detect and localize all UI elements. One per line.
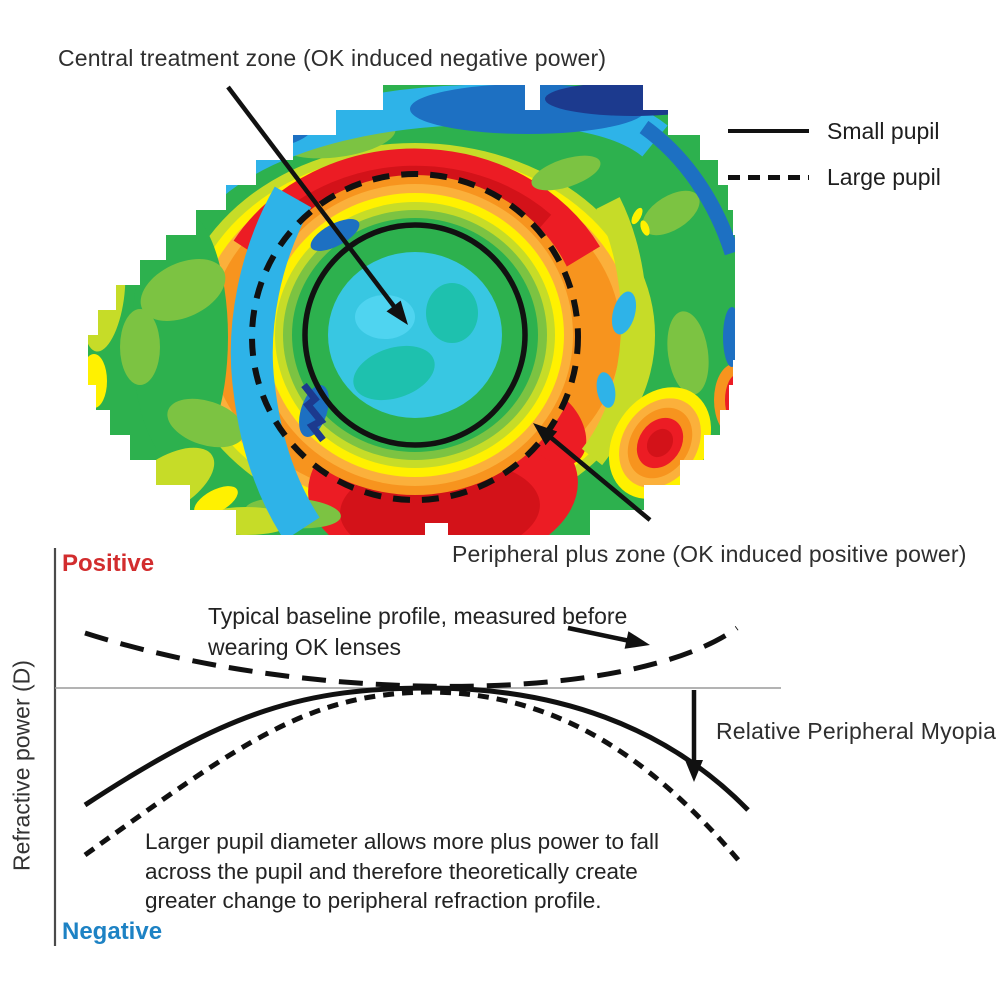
solid-line-sample — [728, 129, 809, 133]
y-axis-title: Refractive power (D) — [8, 660, 35, 871]
large-pupil-curve — [83, 689, 742, 864]
baseline-note-arrow — [567, 625, 650, 649]
small-pupil-curve — [83, 685, 750, 812]
positive-axis-label: Positive — [62, 550, 155, 577]
legend-label-small-pupil: Small pupil — [827, 117, 940, 144]
negative-axis-label: Negative — [62, 918, 163, 945]
legend-item-small-pupil: Small pupil — [728, 118, 940, 144]
pupil-diameter-note: Larger pupil diameter allows more plus p… — [145, 829, 659, 913]
corneal-topography-map — [88, 85, 735, 535]
central-zone-caption: Central treatment zone (OK induced negat… — [58, 45, 607, 71]
legend-item-large-pupil: Large pupil — [728, 164, 941, 190]
refraction-profile-graph — [53, 548, 781, 946]
dashed-line-sample — [728, 174, 809, 180]
baseline-note: Typical baseline profile, measured befor… — [208, 603, 628, 660]
legend-label-large-pupil: Large pupil — [827, 163, 941, 190]
peripheral-zone-caption: Peripheral plus zone (OK induced positiv… — [452, 541, 967, 567]
relative-peripheral-myopia-label: Relative Peripheral Myopia — [716, 718, 997, 744]
relative-peripheral-myopia-arrow — [685, 690, 703, 782]
